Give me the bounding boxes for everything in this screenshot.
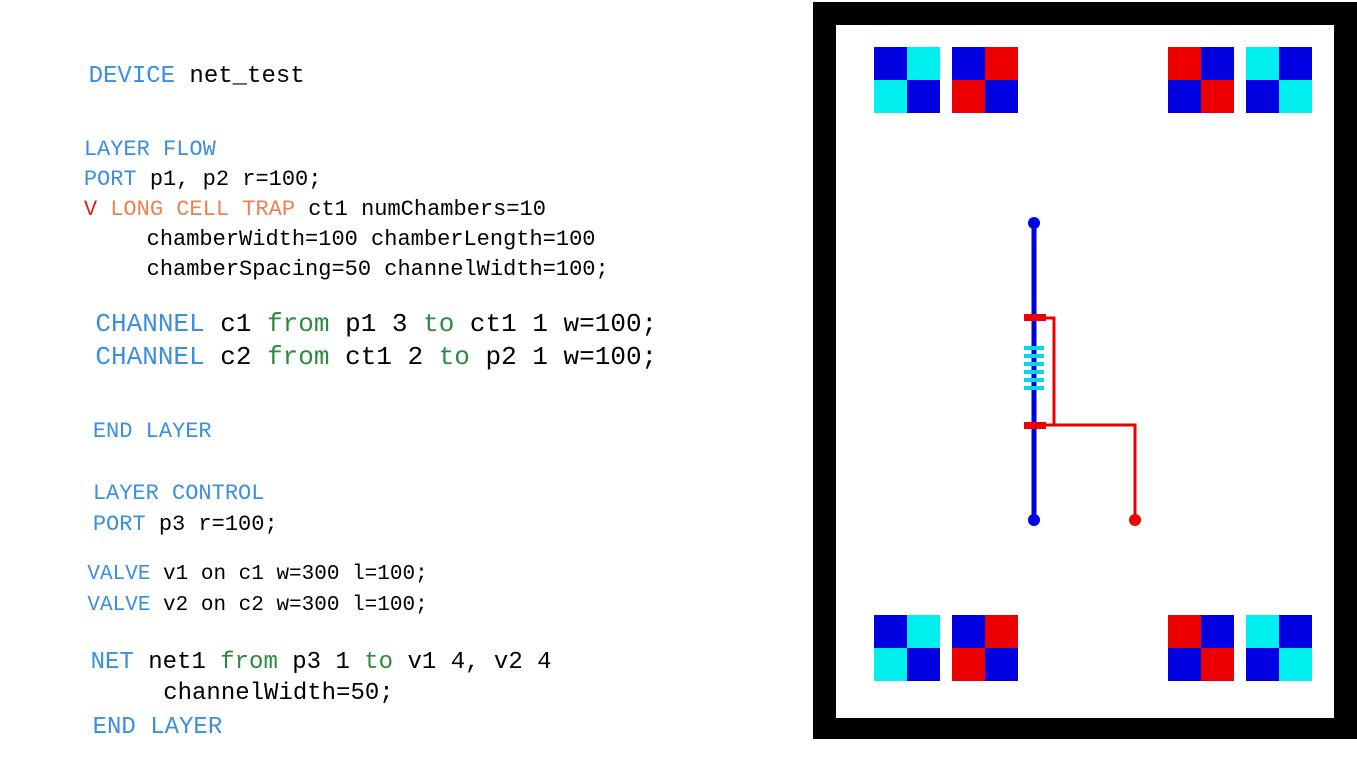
keyword: CHANNEL: [95, 342, 205, 372]
code-line-port: PORT p1, p2 r=100;: [31, 147, 322, 213]
keyword: PORT: [83, 167, 137, 192]
code-line-end-layer-2: END LAYER: [35, 692, 223, 764]
keyword: CHANNEL: [95, 309, 205, 339]
keyword: VALVE: [87, 563, 151, 586]
code-text: ct1 1 w=100;: [454, 309, 658, 339]
valve-v2: [1024, 422, 1046, 429]
code-text: v2 on c2 w=300 l=100;: [150, 594, 428, 617]
from-keyword: from: [267, 309, 330, 339]
code-text: p2 1 w=100;: [469, 342, 658, 372]
code-line-channel-width: channelWidth=50;: [48, 658, 394, 730]
code-text: c1: [204, 309, 268, 339]
code-text: c2: [204, 342, 268, 372]
v-prefix: V: [83, 197, 98, 222]
code-panel: DEVICE net_test LAYER FLOW PORT p1, p2 r…: [31, 41, 657, 740]
code-line-layer-control: LAYER CONTROL: [40, 461, 265, 527]
code-line-end-layer: END LAYER: [40, 399, 212, 465]
code-line-chamber-spacing: chamberSpacing=50 channelWidth=100;: [41, 237, 609, 303]
alignment-mark-bottom-left-2: [952, 615, 1018, 681]
keyword: LAYER CONTROL: [92, 481, 265, 506]
code-line-valve-v2: VALVE v2 on c2 w=300 l=100;: [37, 574, 428, 637]
code-text: ct1 2: [329, 342, 439, 372]
code-text: p3 1: [277, 649, 365, 676]
code-text: chamberWidth=100 chamberLength=100: [93, 227, 596, 252]
port-p3: [1129, 514, 1141, 526]
alignment-mark-bottom-left-1: [874, 615, 940, 681]
code-line-chamber-width: chamberWidth=100 chamberLength=100: [41, 207, 596, 273]
keyword: END LAYER: [92, 714, 223, 741]
code-line-device: DEVICE net_test: [31, 41, 305, 113]
code-text: v1 on c1 w=300 l=100;: [150, 563, 428, 586]
code-line-valve-v1: VALVE v1 on c1 w=300 l=100;: [37, 543, 428, 606]
code-text: v1 4, v2 4: [393, 649, 552, 676]
to-keyword: to: [364, 649, 394, 676]
code-line-channel-c1: CHANNEL c1 from p1 3 to ct1 1 w=100;: [33, 285, 657, 363]
keyword: PORT: [92, 512, 146, 537]
keyword: END LAYER: [92, 419, 212, 444]
valve-v1: [1024, 314, 1046, 321]
code-text: p1 3: [329, 309, 424, 339]
code-line-layer-flow: LAYER FLOW: [31, 117, 216, 183]
code-line-channel-c2: CHANNEL c2 from ct1 2 to p2 1 w=100;: [33, 318, 657, 396]
code-line-net: NET net1 from p3 1 to v1 4, v2 4: [33, 627, 552, 699]
alignment-mark-bottom-right-2: [1246, 615, 1312, 681]
code-text: net_test: [175, 63, 305, 90]
code-text: ct1 numChambers=10: [295, 197, 546, 222]
keyword: NET: [90, 649, 134, 676]
device-diagram: [874, 47, 1312, 681]
code-line-cell-trap: V LONG CELL TRAP ct1 numChambers=10: [31, 177, 546, 243]
port-p2: [1028, 514, 1040, 526]
to-keyword: to: [423, 309, 455, 339]
device-canvas: [836, 25, 1334, 718]
keyword: DEVICE: [88, 63, 176, 90]
component-keyword: LONG CELL TRAP: [97, 197, 296, 222]
alignment-mark-top-right-2: [1246, 47, 1312, 113]
code-text: p3 r=100;: [145, 512, 278, 537]
keyword: VALVE: [87, 594, 151, 617]
from-keyword: from: [267, 342, 330, 372]
code-line-port-p3: PORT p3 r=100;: [40, 492, 278, 558]
keyword: LAYER FLOW: [83, 137, 216, 162]
alignment-mark-bottom-right-1: [1168, 615, 1234, 681]
from-keyword: from: [220, 649, 278, 676]
to-keyword: to: [438, 342, 470, 372]
code-text: channelWidth=50;: [105, 680, 394, 707]
alignment-mark-top-left-2: [952, 47, 1018, 113]
code-text: chamberSpacing=50 channelWidth=100;: [93, 257, 609, 282]
port-p1: [1028, 217, 1040, 229]
code-text: net1: [133, 649, 221, 676]
alignment-mark-top-left-1: [874, 47, 940, 113]
alignment-mark-top-right-1: [1168, 47, 1234, 113]
code-text: p1, p2 r=100;: [136, 167, 322, 192]
cell-trap-chambers: [1024, 346, 1044, 390]
